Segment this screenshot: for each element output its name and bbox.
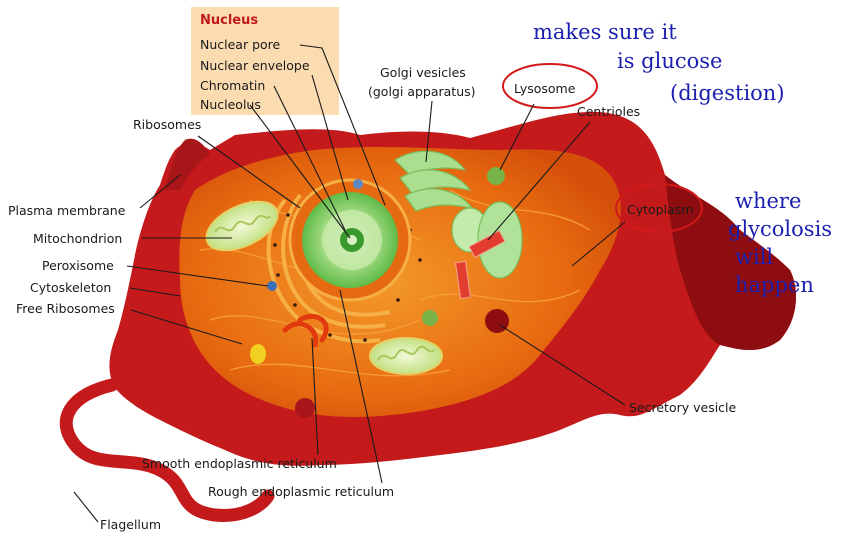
lysosome-label: Lysosome	[514, 81, 576, 96]
mitochondrion-bottom	[370, 338, 442, 374]
cytoskeleton-label: Cytoskeleton	[30, 280, 111, 295]
secretory-vesicle-label: Secretory vesicle	[629, 400, 737, 415]
free-ribosomes-label: Free Ribosomes	[16, 301, 115, 316]
plasma-membrane-label: Plasma membrane	[8, 203, 126, 218]
ribosomes-label: Ribosomes	[133, 117, 201, 132]
cytoplasm-label: Cytoplasm	[627, 202, 693, 217]
cytoplasm-note-line2: glycolosis	[728, 217, 832, 241]
nuclear-pore-label: Nuclear pore	[200, 37, 281, 52]
mitochondrion-label: Mitochondrion	[33, 231, 122, 246]
chromatin-label: Chromatin	[200, 78, 265, 93]
lysosome	[487, 167, 505, 185]
flagellum-label: Flagellum	[100, 517, 161, 532]
golgi-label-line1: Golgi vesicles	[380, 65, 466, 80]
secretory-vesicle	[485, 309, 509, 333]
flagellum-leader	[74, 492, 98, 522]
lysosome-note-line3: (digestion)	[670, 81, 785, 105]
nucleolus-label: Nucleolus	[200, 97, 261, 112]
golgi-label-line2: (golgi apparatus)	[368, 84, 476, 99]
cytoplasm-note-line1: where	[735, 189, 801, 213]
nucleus-title: Nucleus	[200, 13, 258, 28]
small-vesicle	[422, 310, 438, 326]
rough-er-label: Rough endoplasmic reticulum	[208, 484, 394, 499]
peroxisome	[267, 281, 277, 291]
cytoplasm-note-line3: will	[735, 245, 773, 269]
lysosome-note-line1: makes sure it	[533, 20, 677, 44]
peroxisome-label: Peroxisome	[42, 258, 114, 273]
nuclear-envelope-label: Nuclear envelope	[200, 58, 310, 73]
centrioles-label: Centrioles	[577, 104, 640, 119]
secretory-vesicle-2	[295, 398, 315, 418]
free-ribosome-cluster	[250, 344, 266, 364]
nucleus	[290, 180, 410, 300]
lysosome-note-line2: is glucose	[617, 49, 722, 73]
smooth-er-label: Smooth endoplasmic reticulum	[142, 456, 337, 471]
cytoplasm-note-line4: happen	[735, 273, 814, 297]
vesicle-blue	[353, 179, 363, 189]
